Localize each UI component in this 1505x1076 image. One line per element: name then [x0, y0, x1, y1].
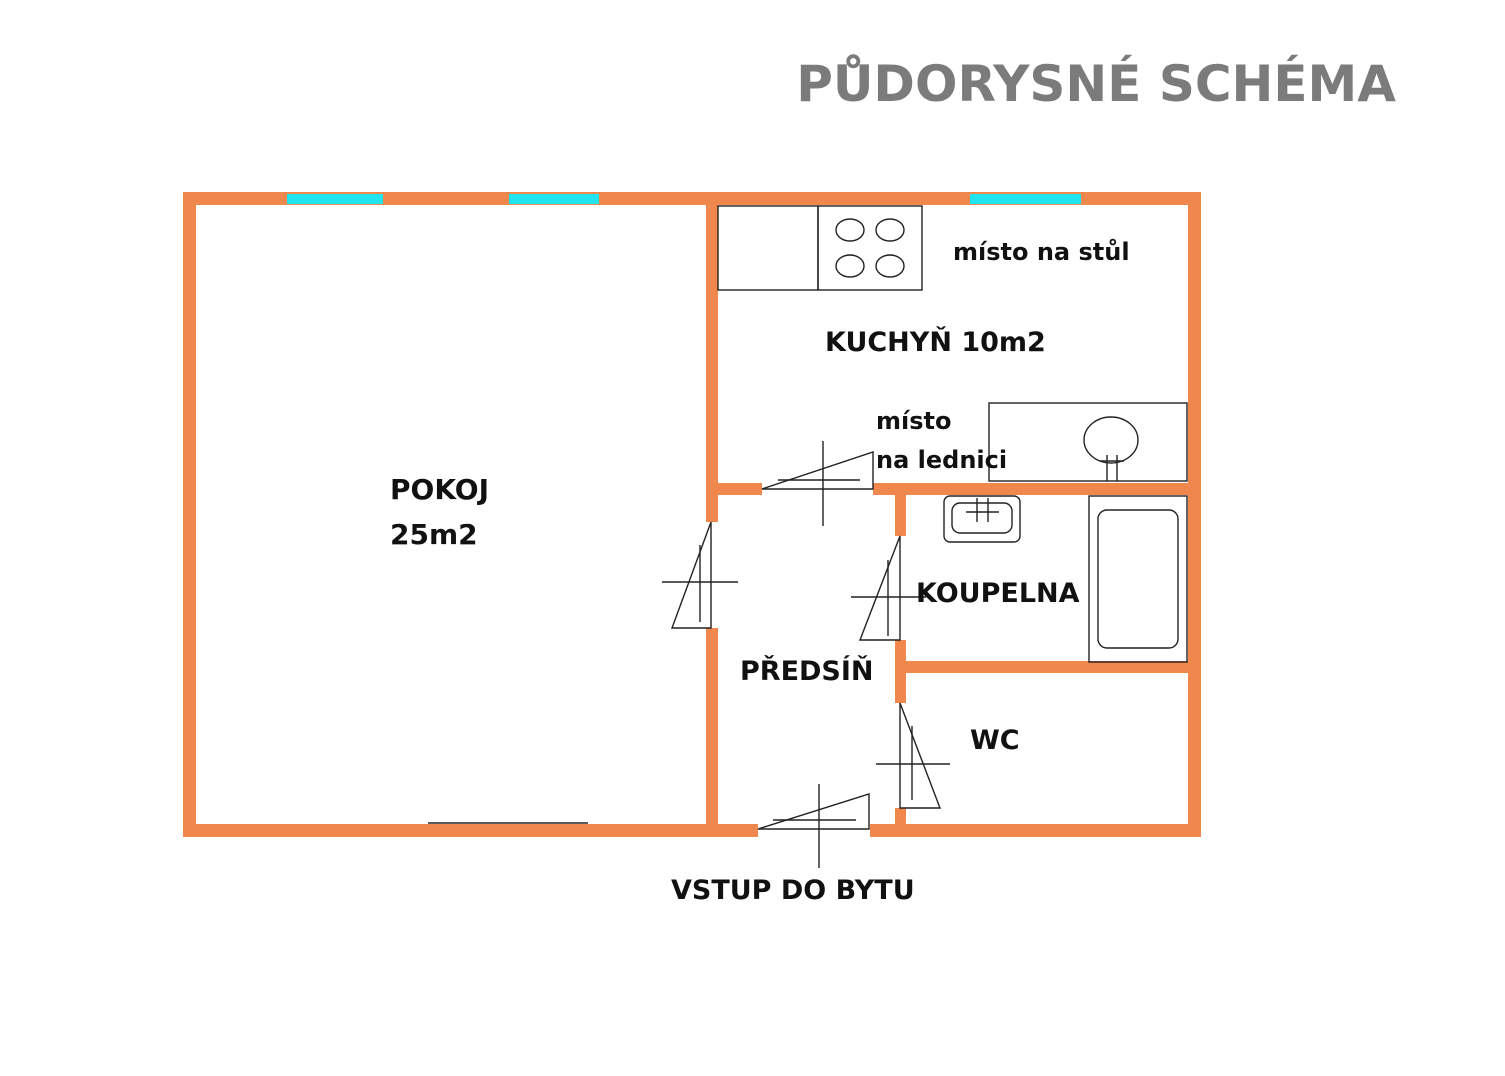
burner-icon — [835, 218, 865, 242]
label-pokoj: POKOJ — [390, 473, 489, 506]
wall-koupelna-upper — [895, 488, 906, 536]
door-kuchyn-icon — [761, 451, 874, 490]
window-3 — [970, 194, 1081, 204]
kitchen-sink-icon — [1083, 416, 1139, 464]
window-1 — [287, 194, 383, 204]
door-wc-icon — [899, 702, 942, 809]
wall-wc-lower — [895, 808, 906, 828]
wall-pokoj-lower — [706, 628, 718, 828]
label-misto-stul: místo na stůl — [953, 238, 1130, 266]
wall-koupelna-wc — [895, 661, 1195, 673]
burner-icon — [835, 254, 865, 278]
room-labels: POKOJ 25m2 KUCHYŇ 10m2 místo na stůl mís… — [390, 238, 1130, 906]
label-kuchyn: KUCHYŇ 10m2 — [825, 326, 1046, 358]
windows — [287, 194, 1081, 204]
outer-wall-left — [183, 192, 196, 837]
outer-wall-right — [1188, 192, 1201, 837]
door-pokoj-icon — [670, 521, 712, 629]
label-pokoj-area: 25m2 — [390, 518, 478, 551]
bathtub — [1088, 495, 1188, 663]
outer-wall-top — [183, 192, 1201, 205]
wall-kuchyn-right — [873, 483, 1195, 495]
washbasin — [943, 495, 1021, 543]
outer-wall-bottom-left — [183, 824, 758, 837]
label-vstup: VSTUP DO BYTU — [671, 875, 915, 906]
burner-icon — [875, 254, 905, 278]
walls — [183, 192, 1201, 837]
wall-pokoj-upper — [706, 205, 718, 522]
stove — [817, 205, 923, 291]
washbasin-bowl — [951, 502, 1013, 534]
wall-koupelna-lower — [895, 640, 906, 672]
door-entrance-icon — [757, 793, 870, 830]
burner-icon — [875, 218, 905, 242]
door-koupelna-icon — [858, 535, 901, 641]
wall-wc-upper — [895, 661, 906, 703]
plan-title: PŮDORYSNÉ SCHÉMA — [796, 54, 1396, 113]
label-koupelna: KOUPELNA — [916, 578, 1080, 609]
label-wc: WC — [970, 725, 1020, 756]
label-predsin: PŘEDSÍŇ — [740, 655, 874, 687]
wall-kuchyn-left — [706, 483, 762, 495]
label-misto-lednice-1: místo — [876, 407, 951, 435]
window-2 — [509, 194, 599, 204]
fixtures — [428, 205, 1188, 868]
bathtub-inner — [1097, 509, 1179, 649]
label-misto-lednice-2: na lednici — [876, 446, 1007, 474]
kitchen-sink-counter — [988, 402, 1188, 482]
outer-wall-bottom-right — [870, 824, 1201, 837]
kitchen-counter — [717, 205, 819, 291]
